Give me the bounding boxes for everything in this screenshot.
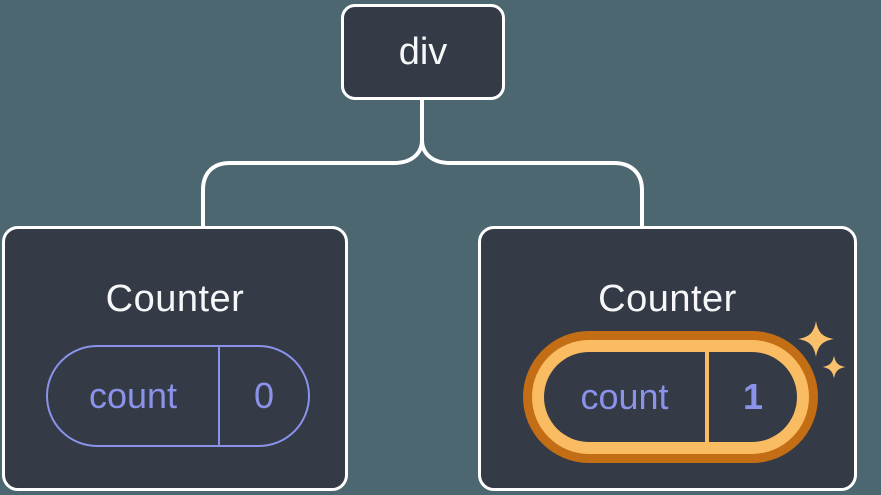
connector-branch-left: [201, 139, 424, 226]
state-pill-highlighted: count 1: [523, 331, 818, 463]
state-pill: count 0: [46, 345, 310, 447]
pill-divider: [218, 347, 220, 445]
counter-title: Counter: [598, 278, 737, 320]
state-pill-highlight-ring: count 1: [532, 340, 809, 454]
root-node-label: div: [398, 30, 448, 73]
state-value: 0: [253, 375, 275, 416]
state-pill: count 1: [544, 352, 797, 442]
state-key-label: count: [580, 376, 669, 417]
pill-divider: [705, 352, 709, 442]
counter-node-right: Counter count 1: [478, 226, 857, 491]
root-node-div: div: [341, 4, 505, 100]
counter-node-left: Counter count 0: [2, 226, 348, 491]
state-value: 1: [742, 376, 764, 417]
counter-title: Counter: [105, 278, 245, 320]
state-key-label: count: [88, 375, 178, 416]
connector-branch-right: [420, 139, 644, 226]
